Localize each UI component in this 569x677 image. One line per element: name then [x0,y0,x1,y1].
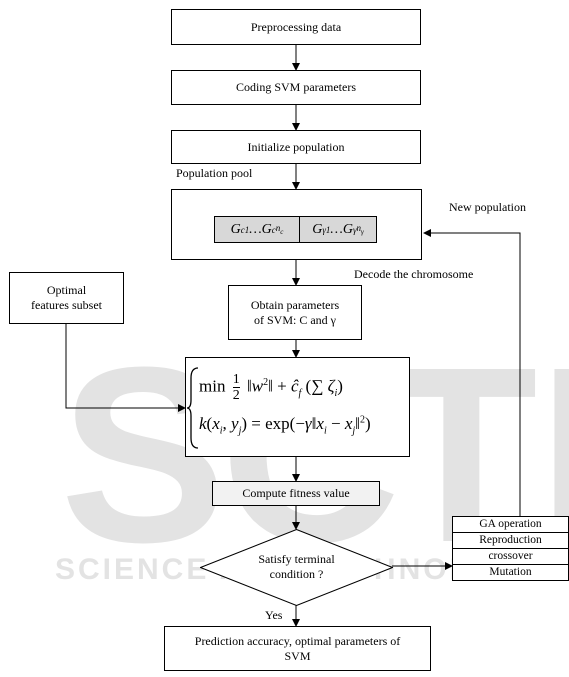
input-optimal-features-subset: Optimal features subset [9,272,124,324]
label-new-population: New population [449,200,526,214]
step-preprocessing-label: Preprocessing data [250,19,342,34]
label-population-pool: Population pool [176,166,253,180]
step-compute-fitness: Compute fitness value [212,481,380,506]
step-obtain-svm-parameters: Obtain parameters of SVM: C and γ [228,285,362,340]
ga-op-reproduction: Reproduction [453,533,568,549]
step-initialize-population: Initialize population [171,130,421,164]
ga-op-crossover: crossover [453,549,568,565]
step-initialize-label: Initialize population [247,139,345,154]
equation-brace [186,367,199,449]
step-coding-svm-parameters: Coding SVM parameters [171,70,421,105]
ga-op-header: GA operation [453,517,568,533]
fitness-label: Compute fitness value [242,486,350,500]
obtain-line-2: of SVM: C and γ [254,312,336,327]
ga-op-mutation: Mutation [489,566,532,578]
decision-line-1: Satisfy terminal [258,552,335,566]
equation-kernel: k(xi, yj) = exp(−γ‖xi − xj‖2) [199,414,371,437]
decision-text: Satisfy terminal condition ? [200,552,393,582]
features-line-1: Optimal [46,283,87,297]
decision-diamond [200,529,393,606]
features-line-2: features subset [31,298,102,312]
result-line-1: Prediction accuracy, optimal parameters … [194,633,401,648]
decision-line-2: condition ? [269,567,324,581]
result-line-2: SVM [284,648,311,663]
label-decode-chromosome: Decode the chromosome [354,267,474,281]
step-preprocessing-data: Preprocessing data [171,9,421,45]
ga-operations-stack: GA operation Reproduction crossover Muta… [452,516,569,581]
label-yes: Yes [265,608,283,622]
result-prediction-accuracy: Prediction accuracy, optimal parameters … [164,626,431,671]
obtain-line-1: Obtain parameters [250,297,340,312]
step-coding-label: Coding SVM parameters [236,80,356,94]
svm-objective-box [185,357,410,457]
